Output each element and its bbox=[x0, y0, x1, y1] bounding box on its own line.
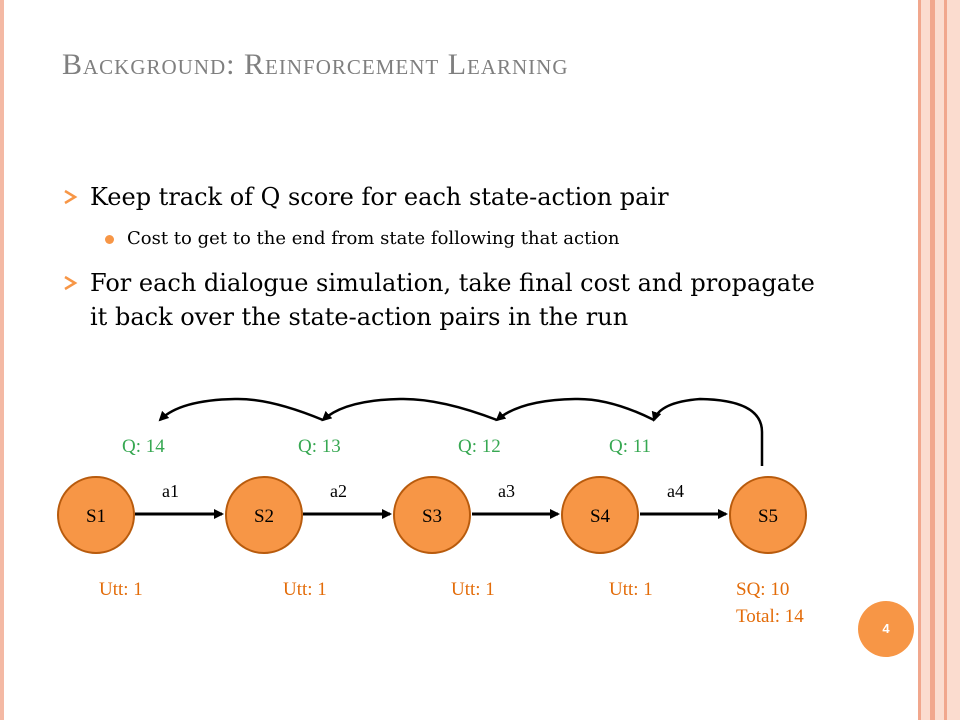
q-score-label: Q: 12 bbox=[458, 436, 501, 457]
backprop-arc bbox=[651, 397, 764, 466]
bullet-arrow-icon bbox=[64, 189, 78, 205]
state-node bbox=[393, 476, 471, 554]
bullet-text: Keep track of Q score for each state-act… bbox=[90, 183, 669, 211]
state-node bbox=[57, 476, 135, 554]
bullet-arrow-icon bbox=[64, 275, 78, 291]
state-label: S5 bbox=[758, 506, 778, 527]
state-node bbox=[225, 476, 303, 554]
frame-stripe bbox=[930, 0, 935, 720]
action-label: a4 bbox=[667, 481, 684, 501]
frame-stripe bbox=[944, 0, 947, 720]
state-node bbox=[729, 476, 807, 554]
state-label: S4 bbox=[590, 506, 611, 527]
q-score-label: Q: 14 bbox=[122, 436, 165, 457]
bullet-dot-icon bbox=[105, 235, 114, 244]
frame-stripe bbox=[918, 0, 921, 720]
backprop-arc bbox=[495, 397, 655, 422]
state-label: S3 bbox=[422, 506, 442, 527]
utterance-cost-label: Utt: 1 bbox=[451, 579, 495, 600]
frame-right-border bbox=[918, 0, 960, 720]
backprop-arc bbox=[158, 397, 324, 422]
state-label: S1 bbox=[86, 506, 106, 527]
utterance-cost-label: Utt: 1 bbox=[99, 579, 143, 600]
action-label: a3 bbox=[498, 481, 515, 501]
bullet-text: For each dialogue simulation, take final… bbox=[90, 269, 815, 331]
action-label: a2 bbox=[330, 481, 347, 501]
action-label: a1 bbox=[162, 481, 179, 501]
q-score-label: Q: 13 bbox=[298, 436, 341, 457]
page-number-badge: 4 bbox=[858, 601, 914, 657]
frame-left-border bbox=[0, 0, 4, 720]
sub-bullet-text: Cost to get to the end from state follow… bbox=[127, 228, 620, 249]
q-score-label: Q: 11 bbox=[609, 436, 651, 457]
state-label: S2 bbox=[254, 506, 274, 527]
utterance-cost-label: Utt: 1 bbox=[609, 579, 653, 600]
utterance-cost-label: Utt: 1 bbox=[283, 579, 327, 600]
backprop-arc bbox=[321, 397, 498, 422]
slide-title: Background: Reinforcement Learning bbox=[62, 48, 569, 81]
final-sq-label: SQ: 10 bbox=[736, 579, 789, 600]
state-node bbox=[561, 476, 639, 554]
final-total-label: Total: 14 bbox=[736, 606, 804, 627]
